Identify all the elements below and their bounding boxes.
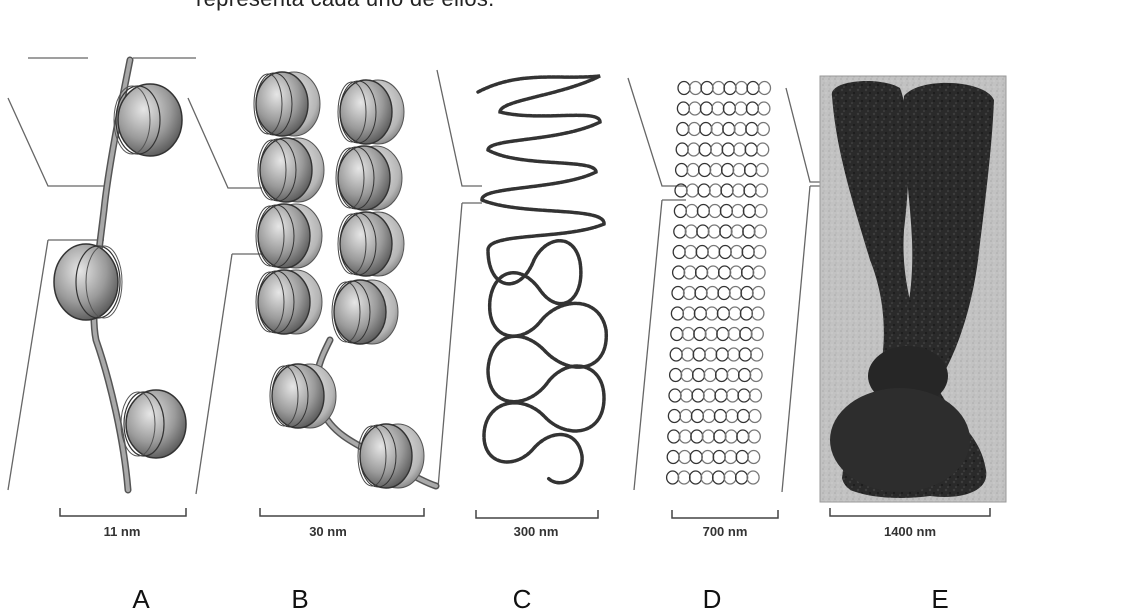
nucleosome-3 [121, 390, 186, 458]
panel-letter-c: C [492, 584, 552, 615]
coil-row-14 [670, 348, 763, 361]
coil-row-5 [676, 164, 769, 177]
scale-bar-b [260, 508, 424, 516]
scale-label-d: 700 nm [675, 524, 775, 539]
coil-row-7 [674, 205, 767, 218]
coil-row-17 [668, 410, 761, 423]
scale-bar-e [830, 508, 990, 516]
nucleosome-disk-3 [258, 138, 324, 202]
nucleosome-disk-1 [254, 72, 320, 136]
scale-label-a: 11 nm [72, 524, 172, 539]
coil-row-4 [676, 143, 769, 156]
nucleosome-disk-9 [270, 364, 336, 428]
panel-c-300nm-loops [478, 76, 606, 483]
panel-letter-a: A [111, 584, 171, 615]
coil-row-2 [677, 102, 770, 115]
panel-b-30nm-fiber [254, 72, 436, 488]
panel-a-nucleosome-fiber [54, 60, 186, 490]
coil-row-15 [670, 369, 763, 382]
coil-row-19 [667, 451, 760, 464]
scale-bar-c [476, 510, 598, 518]
scale-label-e: 1400 nm [860, 524, 960, 539]
coil-row-12 [671, 307, 764, 320]
nucleosome-disk-10 [358, 424, 424, 488]
nucleosome-2 [54, 244, 122, 320]
coil-row-1 [678, 82, 771, 95]
panel-letter-b: B [270, 584, 330, 615]
panel-d-700nm-coils [667, 82, 771, 485]
coil-row-6 [675, 184, 768, 197]
scale-label-b: 30 nm [278, 524, 378, 539]
nucleosome-disk-5 [256, 204, 322, 268]
nucleosome-disk-4 [336, 146, 402, 210]
nucleosome-disk-6 [338, 212, 404, 276]
coil-row-9 [673, 246, 766, 259]
coil-row-11 [672, 287, 765, 300]
panel-e-chromosome-photo [820, 76, 1006, 502]
panel-letter-d: D [682, 584, 742, 615]
scale-bars [60, 508, 990, 518]
coil-row-3 [677, 123, 770, 136]
coil-row-13 [671, 328, 764, 341]
nucleosome-disk-8 [332, 280, 398, 344]
coil-row-8 [674, 225, 767, 238]
coil-row-10 [673, 266, 766, 279]
panel-letter-e: E [910, 584, 970, 615]
coil-row-20 [667, 471, 760, 484]
coil-row-18 [668, 430, 761, 443]
scale-bar-d [672, 510, 778, 518]
scale-bar-a [60, 508, 186, 516]
scale-label-c: 300 nm [486, 524, 586, 539]
nucleosome-disk-7 [256, 270, 322, 334]
coil-row-16 [669, 389, 762, 402]
nucleosome-disk-2 [338, 80, 404, 144]
